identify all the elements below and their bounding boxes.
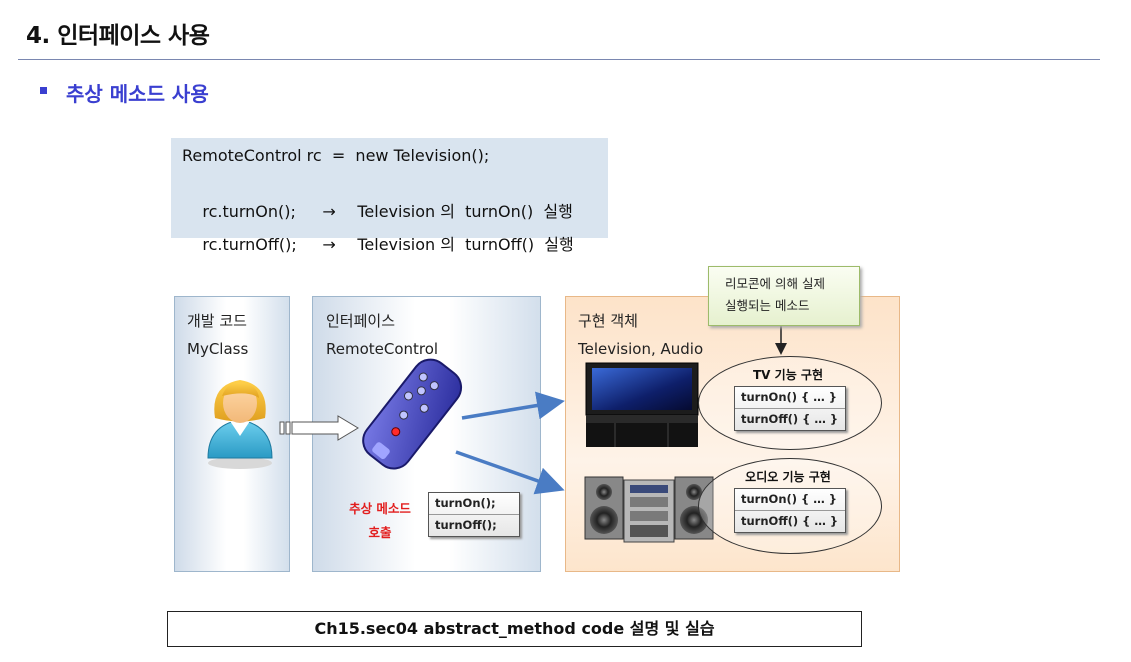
panel-subtitle: RemoteControl bbox=[326, 340, 439, 358]
callout-line-2: 실행되는 메소드 bbox=[725, 298, 810, 313]
code-call: rc.turnOn(); bbox=[202, 202, 296, 221]
call-label-line-2: 호출 bbox=[368, 525, 392, 540]
code-call: rc.turnOff(); bbox=[202, 235, 297, 254]
panel-subtitle: MyClass bbox=[187, 340, 249, 358]
remote-control-icon bbox=[362, 358, 463, 470]
developer-person-icon bbox=[207, 380, 273, 469]
tv-arrow bbox=[461, 391, 565, 420]
code-result: Television 의 turnOn() 실행 bbox=[357, 202, 573, 221]
audio-arrow bbox=[455, 450, 565, 495]
code-line-3: rc.turnOff(); → Television 의 turnOff() 실행 bbox=[182, 212, 574, 274]
panel-title: 구현 객체 bbox=[578, 312, 638, 330]
footer-caption: Ch15.sec04 abstract_method code 설명 및 실습 bbox=[167, 611, 862, 647]
call-label-line-1: 추상 메소드 bbox=[349, 501, 411, 516]
code-box: RemoteControl rc = new Television(); rc.… bbox=[171, 138, 608, 254]
tv-method-box: turnOn() { … } turnOff() { … } bbox=[734, 386, 846, 431]
callout-note: 리모콘에 의해 실제 실행되는 메소드 bbox=[708, 266, 860, 326]
code-line-1: RemoteControl rc = new Television(); bbox=[182, 146, 490, 165]
method-turnon: turnOn(); bbox=[435, 496, 496, 510]
call-arrow-icon bbox=[279, 415, 359, 441]
bullet-icon bbox=[40, 87, 47, 94]
audio-impl-title: 오디오 기능 구현 bbox=[745, 470, 831, 484]
section-heading: 추상 메소드 사용 bbox=[66, 82, 209, 106]
television-icon bbox=[585, 362, 699, 447]
arrow-icon: → bbox=[322, 235, 336, 254]
method-turnon: turnOn() { … } bbox=[741, 492, 837, 506]
method-turnon: turnOn() { … } bbox=[741, 390, 837, 404]
abstract-call-label: 추상 메소드 호출 bbox=[330, 497, 430, 545]
method-turnoff: turnOff(); bbox=[429, 514, 519, 536]
code-result: Television 의 turnOff() 실행 bbox=[357, 235, 574, 254]
code-line-2: rc.turnOn(); → Television 의 turnOn() 실행 bbox=[182, 179, 573, 241]
arrow-icon: → bbox=[322, 202, 336, 221]
audio-icon bbox=[584, 476, 714, 543]
tv-impl-title: TV 기능 구현 bbox=[753, 368, 823, 382]
audio-method-box: turnOn() { … } turnOff() { … } bbox=[734, 488, 846, 533]
method-turnoff: turnOff() { … } bbox=[735, 510, 845, 532]
panel-subtitle: Television, Audio bbox=[578, 340, 704, 358]
title-divider bbox=[18, 59, 1100, 60]
panel-title: 인터페이스 bbox=[326, 312, 396, 330]
callout-line-1: 리모콘에 의해 실제 bbox=[725, 276, 825, 291]
panel-title: 개발 코드 bbox=[187, 312, 247, 330]
page-title: 4. 인터페이스 사용 bbox=[26, 23, 210, 49]
method-turnoff: turnOff() { … } bbox=[735, 408, 845, 430]
interface-method-box: turnOn(); turnOff(); bbox=[428, 492, 520, 537]
